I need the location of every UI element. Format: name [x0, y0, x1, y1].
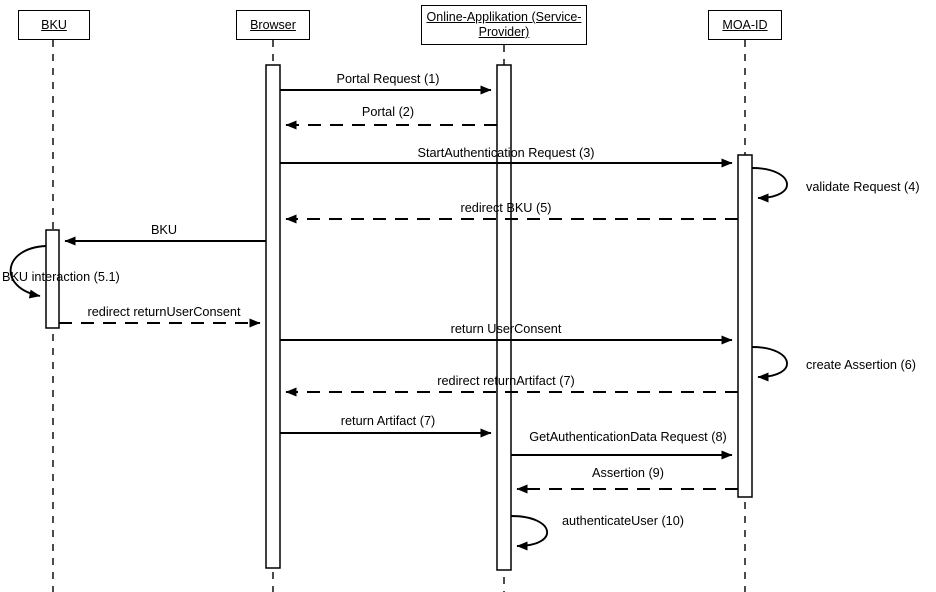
message-arrow-validate-request — [751, 167, 788, 203]
message-label-redirect-bku: redirect BKU (5) — [460, 201, 552, 215]
message-arrow-create-assertion — [751, 346, 788, 382]
lifeline-label-online-applikation: Online-Applikation (Service-Provider) — [426, 10, 582, 39]
message-arrow-bku-interaction — [9, 245, 47, 299]
message-label-redirect-returnuserconsent: redirect returnUserConsent — [87, 305, 241, 319]
activation-bar-oa — [496, 64, 512, 571]
activation-bar-moaid — [737, 154, 753, 498]
message-label-portal-request: Portal Request (1) — [336, 72, 440, 86]
message-label-bku: BKU — [150, 223, 178, 237]
message-label-redirect-returnartifact: redirect returnArtifact (7) — [437, 374, 575, 388]
lifeline-header-browser[interactable]: Browser — [236, 10, 310, 40]
lifeline-label-moaid: MOA-ID — [722, 17, 768, 32]
lifeline-header-online-applikation[interactable]: Online-Applikation (Service-Provider) — [421, 5, 587, 45]
lifeline-label-bku: BKU — [41, 17, 67, 32]
message-label-bku-interaction: BKU interaction (5.1) — [2, 270, 120, 284]
message-label-return-artifact: return Artifact (7) — [340, 414, 436, 428]
activation-bar-bku — [45, 229, 60, 329]
message-label-portal: Portal (2) — [361, 105, 415, 119]
activation-bar-browser — [265, 64, 281, 569]
lifeline-header-moaid[interactable]: MOA-ID — [708, 10, 782, 40]
message-label-authenticateuser: authenticateUser (10) — [562, 514, 685, 528]
lifeline-header-bku[interactable]: BKU — [18, 10, 90, 40]
message-label-assertion: Assertion (9) — [592, 466, 664, 480]
lifeline-label-browser: Browser — [250, 17, 296, 32]
message-arrow-authenticateuser — [510, 515, 549, 551]
message-label-validate-request: validate Request (4) — [806, 180, 920, 194]
message-label-startauthentication-request: StartAuthentication Request (3) — [417, 146, 595, 160]
message-label-create-assertion: create Assertion (6) — [806, 358, 917, 372]
message-label-return-userconsent: return UserConsent — [450, 322, 562, 336]
message-label-getauthenticationdata-request: GetAuthenticationData Request (8) — [529, 430, 727, 444]
